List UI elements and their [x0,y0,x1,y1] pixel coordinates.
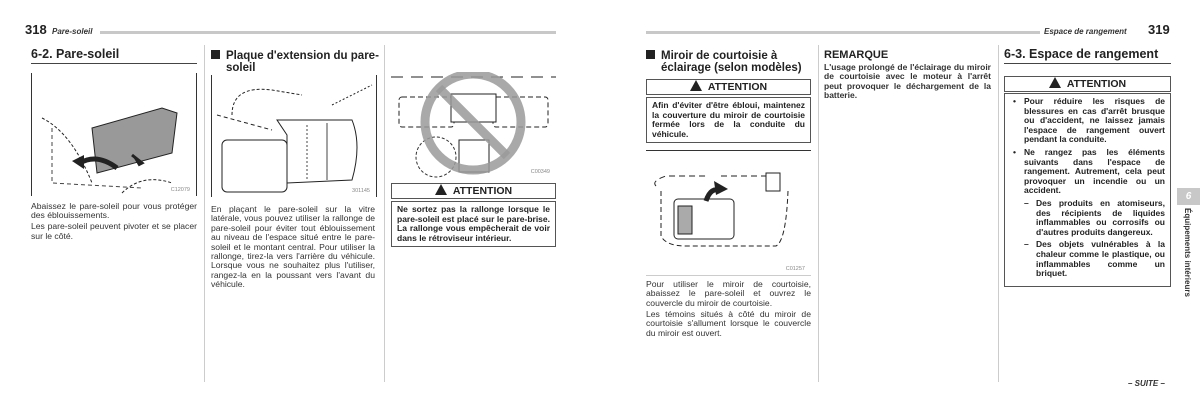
column-divider [384,45,385,382]
paragraph: Pour utiliser le miroir de courtoisie, a… [646,279,811,308]
list-subitem: Des objets vulnérables à la chaleur comm… [1010,239,1165,278]
square-bullet-icon [646,50,655,59]
col2-text: En plaçant le pare-soleil sur la vitre l… [211,204,375,291]
vanity-mirror-drawing [654,172,789,247]
attention-body: Afin d'éviter d'être ébloui, maintenez l… [646,97,811,144]
prohibited-icon [420,69,526,175]
prohibited-drawing [391,69,556,178]
page-number-left: 318 [25,22,47,37]
attention-text: ATTENTION [707,81,768,93]
column-divider [998,45,999,382]
warning-triangle-icon [1048,77,1061,88]
subsection-heading-text: Plaque d'extension du pare-soleil [226,50,379,74]
attention-list: Pour réduire les risques de blessures en… [1010,96,1165,279]
attention-message: Ne sortez pas la rallonge lorsque le par… [397,204,550,243]
subsection-heading: Plaque d'extension du pare-soleil [211,50,390,74]
vanity-mirror-illustration: C01257 [646,150,811,276]
list-item: Pour réduire les risques de blessures en… [1010,96,1165,145]
visor-extension-illustration: 301145 [211,75,377,197]
column-divider [204,45,205,382]
attention-label: ATTENTION [646,79,811,95]
paragraph: Les témoins situés à côté du miroir de c… [646,308,811,338]
attention-text: ATTENTION [1066,78,1127,90]
visor-extension-drawing [216,84,373,193]
paragraph: Les pare-soleil peuvent pivoter et se pl… [31,221,197,241]
paragraph: Abaissez le pare-soleil pour vous protég… [31,201,197,221]
paragraph: En plaçant le pare-soleil sur la vitre l… [211,204,375,290]
subsection-heading: Miroir de courtoisie à éclairage (selon … [646,50,826,74]
attention-body: Ne sortez pas la rallonge lorsque le par… [391,201,556,248]
chapter-tab[interactable]: 6 [1177,188,1200,205]
warning-triangle-icon [689,80,702,91]
attention-label: ATTENTION [391,183,556,199]
figure-code: C01257 [785,266,805,272]
list-item: Ne rangez pas les éléments suivants dans… [1010,147,1165,196]
section-heading: 6-3. Espace de rangement [1004,47,1171,64]
square-bullet-icon [211,50,220,59]
subsection-heading-text: Miroir de courtoisie à éclairage (selon … [661,50,802,74]
header-rule-left [100,31,556,34]
continued-label: – SUITE – [1128,379,1165,388]
warning-triangle-icon [434,184,447,195]
col1-text-right: Pour utiliser le miroir de courtoisie, a… [646,279,811,339]
attention-text: ATTENTION [452,185,513,197]
remark-heading: REMARQUE [824,49,889,61]
attention-label: ATTENTION [1004,76,1171,92]
col1-text: Abaissez le pare-soleil pour vous protég… [31,201,197,243]
sun-visor-drawing [41,107,178,194]
remark-text: L'usage prolongé de l'éclairage du miroi… [824,62,991,101]
running-title-right: Espace de rangement [1044,27,1127,36]
chapter-title: Équipements intérieurs [1183,208,1192,297]
column-divider [818,45,819,382]
header-rule-right [646,31,1040,34]
attention-body: Pour réduire les risques de blessures en… [1004,93,1171,287]
sun-visor-illustration: C12079 [31,73,197,196]
list-subitem: Des produits en atomiseurs, des récipien… [1010,198,1165,237]
figure-code: C00349 [530,169,550,175]
figure-code: C12079 [170,187,190,193]
page-number-right: 319 [1148,22,1170,37]
prohibited-use-illustration: C00349 [391,69,556,178]
section-heading: 6-2. Pare-soleil [31,47,197,64]
running-title-left: Pare-soleil [52,27,93,36]
figure-code: 301145 [352,188,370,194]
attention-message: Afin d'éviter d'être ébloui, maintenez l… [652,100,805,139]
